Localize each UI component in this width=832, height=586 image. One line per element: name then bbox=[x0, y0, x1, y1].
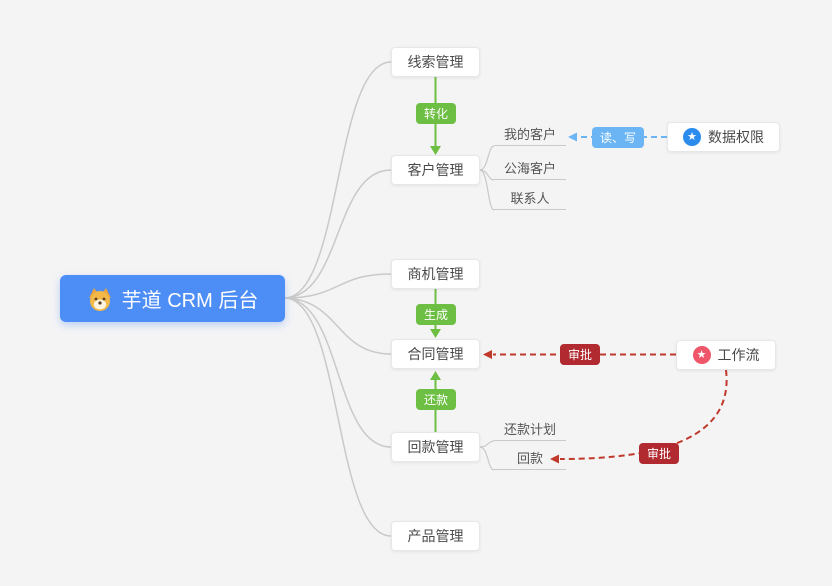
node-contracts[interactable]: 合同管理 bbox=[391, 339, 480, 369]
node-payments[interactable]: 回款管理 bbox=[391, 432, 480, 462]
badge-read-write: 读、写 bbox=[592, 127, 645, 148]
leaf-contacts[interactable]: 联系人 bbox=[494, 190, 566, 210]
node-opportunities[interactable]: 商机管理 bbox=[391, 259, 480, 289]
badge-convert: 转化 bbox=[416, 103, 457, 124]
node-data-permission[interactable]: ★ 数据权限 bbox=[667, 122, 780, 152]
badge-repay: 还款 bbox=[416, 389, 457, 410]
badge-approve-payment: 审批 bbox=[639, 443, 680, 464]
data-permission-label: 数据权限 bbox=[708, 129, 764, 145]
sub-branch-curves bbox=[479, 145, 495, 471]
root-node[interactable]: 芋道 CRM 后台 bbox=[60, 275, 285, 322]
root-branch-curves bbox=[284, 61, 392, 537]
green-flow-arrows bbox=[430, 77, 441, 432]
node-customers[interactable]: 客户管理 bbox=[391, 155, 480, 185]
root-label: 芋道 CRM 后台 bbox=[121, 290, 259, 312]
workflow-star-icon: ★ bbox=[692, 346, 711, 364]
leaf-public-customers[interactable]: 公海客户 bbox=[494, 160, 566, 180]
node-leads[interactable]: 线索管理 bbox=[391, 47, 480, 77]
data-permission-star-icon: ★ bbox=[683, 128, 701, 146]
dog-mascot-icon bbox=[87, 287, 113, 311]
leaf-payment-plan[interactable]: 还款计划 bbox=[494, 421, 566, 441]
leaf-my-customers[interactable]: 我的客户 bbox=[494, 126, 566, 146]
leaf-payment-item[interactable]: 回款 bbox=[494, 450, 566, 470]
badge-generate: 生成 bbox=[416, 304, 457, 325]
badge-approve-contract: 审批 bbox=[560, 344, 601, 365]
workflow-label: 工作流 bbox=[717, 347, 760, 363]
node-workflow[interactable]: ★ 工作流 bbox=[676, 340, 776, 370]
node-products[interactable]: 产品管理 bbox=[391, 521, 480, 551]
